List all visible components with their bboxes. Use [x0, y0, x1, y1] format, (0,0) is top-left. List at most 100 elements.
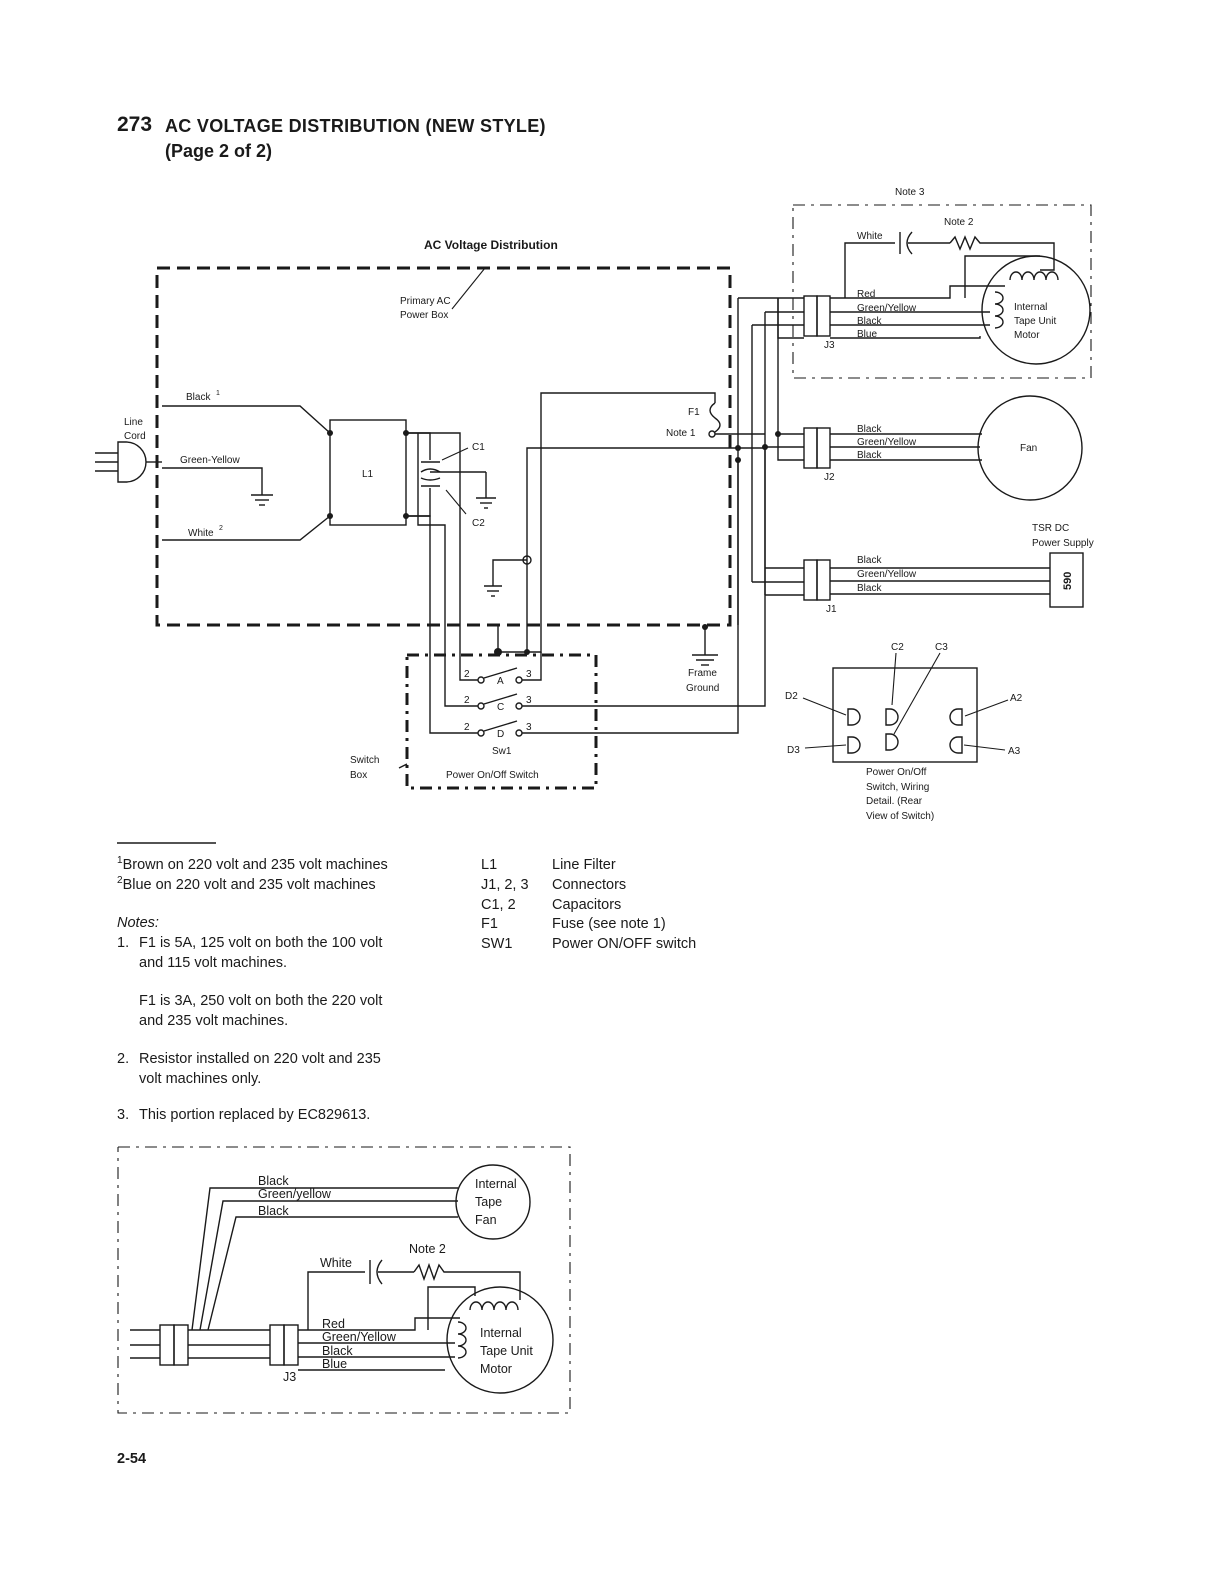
j1-wire-black-1: Black: [857, 555, 882, 566]
frame-ground: [692, 624, 718, 666]
legend-value-4: Fuse (see note 1): [552, 916, 666, 932]
note-1b-line-2: and 235 volt machines.: [139, 1013, 289, 1029]
f1-label: F1: [688, 407, 700, 418]
j2-wire-black-2: Black: [857, 450, 882, 461]
j1-wire-green-yellow: Green/Yellow: [857, 569, 917, 580]
note-1b-line-1: F1 is 3A, 250 volt on both the 220 volt: [139, 993, 383, 1009]
svg-text:Blue: Blue: [322, 1357, 347, 1371]
svg-text:Internal: Internal: [475, 1177, 517, 1191]
page-number: 2-54: [117, 1451, 147, 1467]
fuse-f1: [709, 402, 721, 433]
svg-text:D3: D3: [787, 745, 800, 756]
legend-value-3: Capacitors: [552, 897, 622, 913]
notes-heading: Notes:: [117, 915, 159, 931]
white-wire-label: White: [188, 528, 214, 539]
primary-box-label-1: Primary AC: [400, 296, 451, 307]
page-subtitle: (Page 2 of 2): [165, 141, 273, 161]
tsr-label-1: TSR DC: [1032, 523, 1069, 534]
svg-text:Green/Yellow: Green/Yellow: [322, 1330, 397, 1344]
note-3-line-1: This portion replaced by EC829613.: [139, 1107, 371, 1123]
replacement-fan-wiring: [191, 1164, 531, 1331]
switch-box-label-2: Box: [350, 770, 367, 781]
legend-key-5: SW1: [481, 936, 513, 952]
svg-text:A2: A2: [1010, 693, 1023, 704]
svg-text:3: 3: [526, 722, 532, 733]
wire-to-j2: [526, 447, 738, 652]
svg-text:Switch, Wiring: Switch, Wiring: [866, 782, 929, 793]
j2-wire-green-yellow: Green/Yellow: [857, 437, 917, 448]
j3-label: J3: [824, 340, 835, 351]
note-1-line-2: and 115 volt machines.: [139, 955, 288, 971]
bus-4: [777, 298, 804, 461]
note-2-num: 2.: [117, 1051, 130, 1067]
rep-fan-wire-green-yellow: Green/yellow: [258, 1187, 332, 1201]
svg-text:Tape Unit: Tape Unit: [480, 1344, 533, 1358]
c1-label: C1: [472, 442, 485, 453]
svg-text:C: C: [497, 702, 504, 713]
line-filter-l1: [329, 419, 407, 526]
svg-text:Internal: Internal: [480, 1326, 522, 1340]
j3-white-label: White: [857, 231, 883, 242]
section-number: 273: [117, 113, 153, 136]
note-1-num: 1.: [117, 935, 130, 951]
svg-text:Detail. (Rear: Detail. (Rear: [866, 796, 923, 807]
footnote-2: 2Blue on 220 volt and 235 volt machines: [117, 875, 376, 893]
fan-icon: [977, 395, 1083, 501]
j3-wire-green-yellow: Green/Yellow: [857, 303, 917, 314]
supply-code: 590: [1062, 572, 1074, 590]
svg-text:Black: Black: [322, 1344, 353, 1358]
wire-l1-to-sw-c: [417, 433, 478, 707]
switch-box: [405, 653, 598, 790]
connector-j1: [803, 559, 1050, 601]
svg-text:2: 2: [464, 722, 470, 733]
note3-box: [792, 204, 1092, 379]
primary-box-label-2: Power Box: [400, 310, 448, 321]
svg-text:Motor: Motor: [480, 1362, 512, 1376]
ground-symbol-mid: [484, 555, 532, 597]
svg-text:Tape Unit: Tape Unit: [1014, 316, 1056, 327]
svg-text:Power On/Off: Power On/Off: [866, 767, 927, 778]
rep-j3-label: J3: [283, 1370, 296, 1384]
legend-key-3: C1, 2: [481, 897, 516, 913]
ground-symbol-cord: [251, 494, 273, 506]
svg-text:C3: C3: [935, 642, 948, 653]
svg-text:Tape: Tape: [475, 1195, 502, 1209]
note-2-line-1: Resistor installed on 220 volt and 235: [139, 1051, 381, 1067]
replacement-motor-wiring: [130, 1259, 554, 1394]
replacement-diagram-box: [117, 1146, 571, 1414]
c2-label: C2: [472, 518, 485, 529]
svg-text:2: 2: [464, 669, 470, 680]
primary-ac-power-box: [155, 266, 732, 627]
svg-text:Fan: Fan: [475, 1213, 497, 1227]
sw1-label: Sw1: [492, 746, 512, 757]
note-1-line-1: F1 is 5A, 125 volt on both the 100 volt: [139, 935, 383, 951]
j1-label: J1: [826, 604, 837, 615]
black-wire-label: Black: [186, 392, 211, 403]
j3-wire-red: Red: [857, 289, 875, 300]
tape-unit-motor-icon: [981, 255, 1091, 365]
rep-note2-label: Note 2: [409, 1242, 446, 1256]
legend-key-1: L1: [481, 857, 498, 873]
legend-value-5: Power ON/OFF switch: [552, 936, 697, 952]
svg-text:A3: A3: [1008, 746, 1021, 757]
svg-text:C2: C2: [891, 642, 904, 653]
page-title: AC VOLTAGE DISTRIBUTION (NEW STYLE): [165, 116, 546, 136]
j2-label: J2: [824, 472, 835, 483]
rep-white-label: White: [320, 1256, 352, 1270]
connector-j2: [803, 427, 982, 469]
j2-wire-black-1: Black: [857, 424, 882, 435]
switch-contact-c[interactable]: [477, 447, 766, 710]
power-supply-590: [1049, 552, 1084, 608]
line-cord-label-2: Cord: [124, 431, 146, 442]
frame-ground-label-1: Frame: [688, 668, 717, 679]
green-yellow-wire: [162, 467, 263, 495]
svg-text:1: 1: [216, 390, 220, 397]
white-wire: [162, 515, 331, 541]
legend-key-4: F1: [481, 916, 498, 932]
switch-box-label-1: Switch: [350, 755, 379, 766]
svg-text:2: 2: [464, 695, 470, 706]
switch-contact-a[interactable]: [477, 652, 542, 684]
line-cord-label-1: Line: [124, 417, 143, 428]
note1-label: Note 1: [666, 428, 696, 439]
